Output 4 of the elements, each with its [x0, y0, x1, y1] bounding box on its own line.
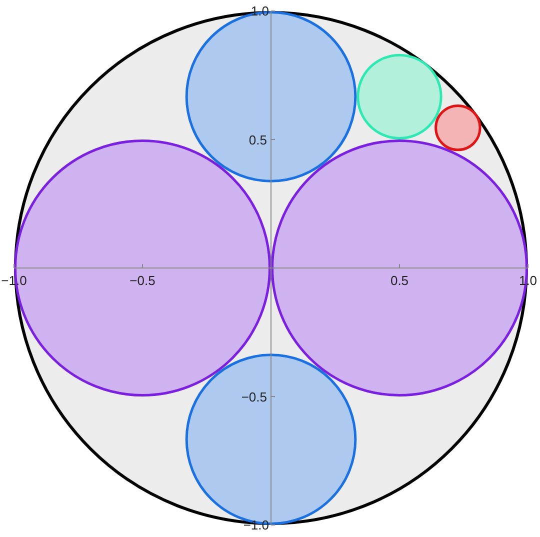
- tick-label: −0.5: [241, 390, 267, 403]
- tick-label: 0.5: [248, 133, 267, 146]
- tick-label: −0.5: [130, 274, 156, 287]
- tick-label: 0.5: [390, 274, 409, 287]
